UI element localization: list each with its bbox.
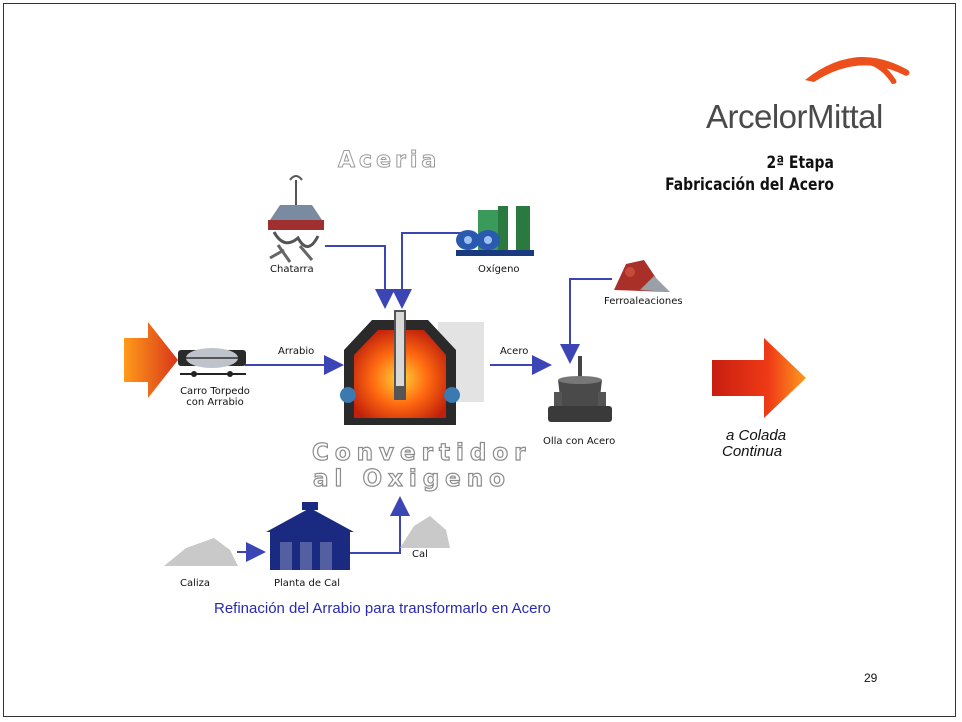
steel-ladle-icon (548, 356, 612, 422)
arrow-ferroaleaciones (560, 278, 612, 364)
arcelormittal-logo-icon (805, 56, 910, 84)
convertidor-line-1: Convertidor (311, 439, 532, 466)
lime-pile-icon (400, 516, 450, 548)
label-carro-line-2: con Arrabio (186, 397, 244, 408)
scrap-magnet-icon (268, 175, 324, 263)
diagram-panel (124, 238, 842, 624)
label-carro-line-1: Carro Torpedo (180, 386, 250, 397)
label-olla: Olla con Acero (543, 436, 616, 447)
oxygen-converter-icon (340, 310, 484, 425)
diagram-caption: Refinación del Arrabio para transformarl… (214, 600, 551, 617)
stage-line-1: 2ª Etapa (766, 153, 834, 173)
limestone-pile-icon (164, 538, 238, 566)
page-number: 29 (864, 671, 878, 685)
colada-label: a Colada Continua (722, 428, 786, 460)
convertidor-title: Convertidor al Oxigeno (311, 439, 532, 492)
ferroalloy-pile-icon (614, 260, 670, 292)
brand-name: ArcelorMittal (706, 98, 883, 135)
flow-arrows (237, 232, 612, 562)
label-arrabio: Arrabio (278, 346, 315, 357)
convertidor-line-2: al Oxigeno (312, 465, 511, 492)
input-arrow-icon (124, 322, 178, 398)
label-acero: Acero (500, 346, 529, 357)
arrow-chatarra (325, 245, 395, 309)
label-oxigeno: Oxígeno (478, 264, 520, 275)
output-arrow-icon (712, 338, 806, 418)
label-caliza: Caliza (180, 578, 211, 589)
slide-frame (3, 3, 956, 717)
label-ferroaleaciones: Ferroaleaciones (604, 296, 683, 307)
arrow-oxigeno (392, 232, 470, 309)
section-title: Aceria (337, 148, 441, 174)
arrow-cal (350, 496, 410, 554)
lime-plant-icon (266, 502, 354, 570)
stage-line-2: Fabricación del Acero (665, 175, 834, 195)
stage-heading: 2ª Etapa Fabricación del Acero (665, 152, 834, 196)
colada-line-2: Continua (722, 443, 783, 460)
label-planta-de-cal: Planta de Cal (274, 578, 341, 589)
torpedo-car-icon (178, 348, 246, 377)
colada-line-1: a Colada (726, 427, 787, 444)
label-carro-torpedo: Carro Torpedo con Arrabio (168, 386, 262, 408)
oxygen-tank-icon (456, 206, 534, 256)
label-cal: Cal (412, 549, 428, 560)
label-chatarra: Chatarra (270, 264, 314, 275)
